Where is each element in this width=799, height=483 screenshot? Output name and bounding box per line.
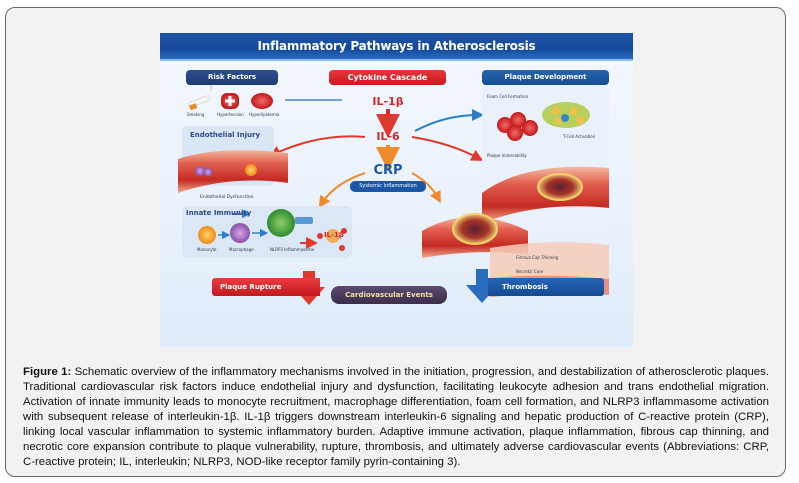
- caption-label: Figure 1:: [23, 366, 72, 378]
- thrombosis-bar: Thrombosis: [488, 278, 604, 296]
- macrophage-label: Macrophage: [229, 247, 254, 252]
- pathway-arrows: [178, 84, 609, 305]
- il6-to-plaque-arrow: [411, 136, 484, 161]
- endothelial-vessel: [178, 150, 288, 193]
- nlrp3-inflammasome-icon: [267, 209, 295, 237]
- t-cell-cluster-icon: [542, 102, 590, 128]
- fibrous-cap-thinning-label: Fibrous Cap Thinning: [516, 255, 559, 260]
- il1b-node: IL-1β: [372, 95, 404, 108]
- crp-to-innate-arrow: [318, 172, 366, 209]
- caption-text: Schematic overview of the inflammatory m…: [23, 366, 769, 468]
- il6-to-endothelium-arrow: [268, 135, 366, 157]
- monocyte-icon: [198, 226, 216, 244]
- risk-smoking-label: Smoking: [187, 112, 205, 117]
- plaque-vulnerability-label: Plaque Vulnerability: [487, 153, 527, 158]
- figure-image: Inflammatory Pathways in Atherosclerosis…: [160, 33, 633, 347]
- il6-node: IL-6: [376, 130, 400, 143]
- il6-to-foam-cell-arrow: [414, 109, 484, 132]
- thrombosis-label: Thrombosis: [502, 283, 548, 291]
- cytokine-cascade-header: Cytokine Cascade: [329, 70, 446, 85]
- risk-hypertension-label: Hypertension: [217, 112, 244, 117]
- nlrp3-inflammasome-label: NLRP3 Inflammasome: [270, 247, 315, 252]
- cardiovascular-events-label: Cardiovascular Events: [345, 291, 433, 299]
- macrophage-icon: [230, 223, 250, 243]
- necrotic-core-label: Necrotic Core: [516, 269, 544, 274]
- hypertension-icon: [221, 93, 239, 109]
- endothelial-dysfunction-label: Endothelial Dysfunction: [200, 195, 254, 200]
- crp-node: CRP: [373, 163, 403, 178]
- innate-immunity-title: Innate Immunity: [186, 209, 252, 217]
- plaque-development-header: Plaque Development: [482, 70, 609, 85]
- hyperlipidemia-icon: [251, 93, 273, 109]
- figure-title-bar: Inflammatory Pathways in Atherosclerosis: [160, 33, 633, 61]
- plaque-rupture-label: Plaque Rupture: [220, 283, 282, 291]
- monocyte-label: Monocyte: [197, 247, 217, 252]
- smoking-icon: [188, 84, 212, 111]
- risk-hyperlipidemia-label: Hyperlipidemia: [249, 112, 280, 117]
- foam-cell-icon: [497, 112, 538, 141]
- systemic-inflammation-badge: Systemic Inflammation: [350, 181, 426, 192]
- cardiovascular-events-bar: Cardiovascular Events: [331, 286, 447, 304]
- foam-cell-formation-label: Foam Cell Formation: [487, 94, 529, 99]
- crp-to-plaque-arrow: [411, 172, 441, 204]
- figure-caption: Figure 1: Schematic overview of the infl…: [23, 365, 769, 470]
- plaque-rupture-bar: Plaque Rupture: [212, 278, 320, 296]
- figure-title: Inflammatory Pathways in Atherosclerosis: [257, 39, 536, 53]
- il1b-output-label: IL-1β: [324, 231, 344, 239]
- risk-factors-header: Risk Factors: [186, 70, 278, 85]
- t-cell-activation-label: T-Cell Activation: [563, 134, 596, 139]
- endothelial-injury-title: Endothelial Injury: [190, 131, 261, 139]
